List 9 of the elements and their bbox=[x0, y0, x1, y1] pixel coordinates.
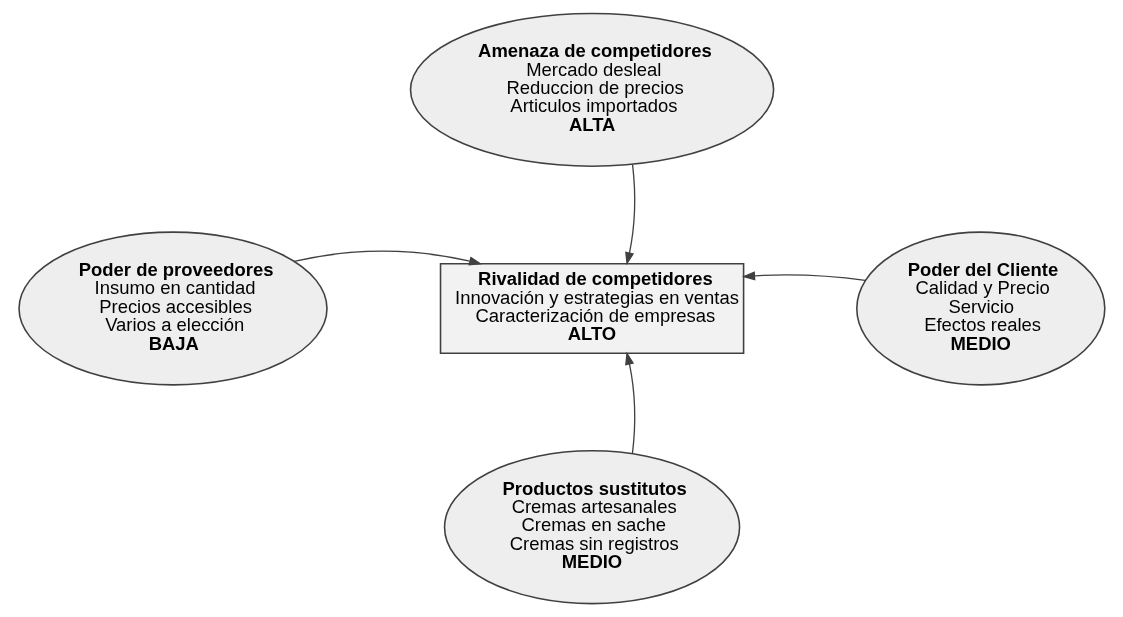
node-ellipse: Amenaza de competidores Mercado desleal Reduccion de precios Articulos importados ALTA bbox=[409, 12, 774, 167]
node-ellipse: Poder del Cliente Calidad y Precio Servicio Efectos reales MEDIO bbox=[855, 231, 1106, 386]
node-box: Rivalidad de competidores Innovación y estrategias en ventas Caracterización de empresas ALTO bbox=[439, 262, 744, 355]
arrow bbox=[741, 271, 866, 282]
node-ellipse: Poder de proveedores Insumo en cantidad Precios accesibles Varios a elección BAJA bbox=[17, 231, 328, 386]
arrow bbox=[624, 164, 635, 266]
node-ellipse: Productos sustitutos Cremas artesanales Cremas en sache Cremas sin registros MEDIO bbox=[443, 450, 740, 605]
arrow bbox=[624, 351, 635, 454]
arrow bbox=[292, 250, 482, 266]
